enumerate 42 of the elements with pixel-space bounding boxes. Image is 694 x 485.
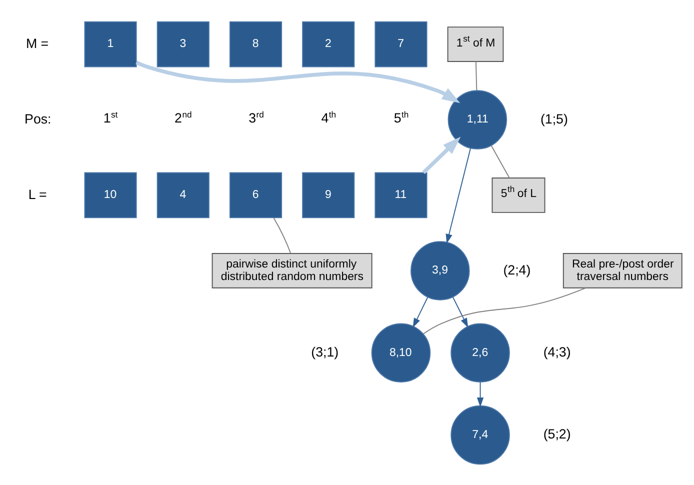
node-box: 9	[302, 172, 355, 218]
label: M =	[26, 35, 49, 50]
node-circle: 1,11	[448, 90, 508, 149]
node-box: 4	[156, 172, 210, 218]
node-box: 3	[156, 20, 210, 67]
node-label: (5;2)	[543, 426, 571, 442]
node-box: 1	[84, 20, 137, 67]
arrow	[476, 381, 484, 407]
node-box: 6	[229, 172, 282, 218]
node-box: 10	[84, 172, 137, 218]
node-box: 5$^{th}$ of L	[492, 177, 546, 212]
arrow	[136, 60, 460, 103]
arrow	[422, 136, 461, 174]
arrow	[412, 296, 428, 328]
connector	[490, 144, 510, 178]
node-box: 11	[374, 172, 428, 218]
node-box: 1$^{st}$ of M	[447, 26, 504, 62]
node-circle: 3,9	[410, 240, 470, 300]
connector	[475, 60, 478, 90]
node-box: 7	[374, 20, 428, 67]
label: 4$^{th}$	[321, 108, 336, 125]
label: 2$^{nd}$	[174, 108, 192, 125]
label: 1$^{st}$	[103, 108, 118, 125]
node-circle: 8,10	[371, 322, 431, 382]
arrow	[446, 147, 471, 244]
label: L =	[28, 186, 47, 202]
node-label: (1;5)	[540, 110, 568, 126]
node-box: 2	[302, 20, 355, 67]
arrow	[452, 296, 468, 328]
connector	[273, 216, 292, 254]
connector	[422, 286, 586, 334]
node-label: (4;3)	[543, 344, 571, 359]
node-box: 8	[229, 20, 282, 67]
label: Pos:	[24, 110, 52, 126]
node-circle: 7,4	[450, 404, 510, 464]
node-circle: 2,6	[450, 322, 510, 382]
node-label: (2;4)	[503, 262, 531, 277]
label: 3$^{rd}$	[248, 108, 264, 125]
label: 5$^{th}$	[394, 108, 409, 125]
node-box: pairwise distinct uniformly distributed random numbers	[212, 252, 372, 288]
node-label: (3;1)	[311, 344, 339, 359]
node-box: Real pre-/post order traversal numbers	[562, 252, 682, 288]
